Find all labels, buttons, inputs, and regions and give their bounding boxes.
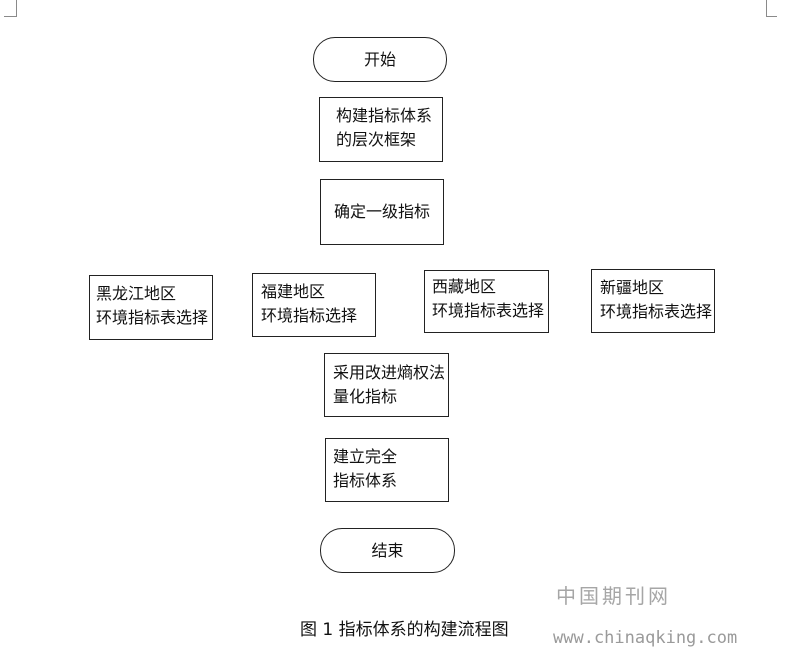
region-tibet-line-1: 西藏地区 — [432, 277, 497, 296]
complete-system-box: 建立完全 指标体系 — [325, 438, 449, 502]
start-node: 开始 — [313, 37, 447, 82]
framework-line-2: 的层次框架 — [336, 130, 417, 149]
complete-system-line-1: 建立完全 — [333, 447, 398, 466]
region-xinjiang-line-2: 环境指标表选择 — [600, 302, 713, 321]
entropy-weight-line-1: 采用改进熵权法 — [333, 363, 446, 382]
region-box-tibet: 西藏地区 环境指标表选择 — [424, 270, 549, 333]
region-heilongjiang-line-2: 环境指标表选择 — [96, 308, 209, 327]
framework-box: 构建指标体系 的层次框架 — [319, 97, 443, 162]
end-label: 结束 — [371, 540, 404, 560]
start-label: 开始 — [363, 49, 396, 69]
region-box-fujian: 福建地区 环境指标选择 — [252, 273, 376, 337]
region-fujian-line-2: 环境指标选择 — [261, 306, 358, 325]
first-level-indicator-label: 确定一级指标 — [333, 202, 430, 221]
region-fujian-line-1: 福建地区 — [261, 282, 326, 301]
region-heilongjiang-line-1: 黑龙江地区 — [96, 284, 177, 303]
region-box-xinjiang: 新疆地区 环境指标表选择 — [591, 269, 715, 333]
figure-caption: 图 1 指标体系的构建流程图 — [300, 620, 509, 640]
entropy-weight-box: 采用改进熵权法 量化指标 — [324, 353, 449, 417]
region-xinjiang-line-1: 新疆地区 — [600, 278, 665, 297]
complete-system-line-2: 指标体系 — [333, 471, 398, 490]
end-node: 结束 — [320, 528, 455, 573]
framework-line-1: 构建指标体系 — [336, 106, 433, 125]
page-corner-mark-right — [766, 0, 777, 17]
region-tibet-line-2: 环境指标表选择 — [432, 301, 545, 320]
page-corner-mark-left — [4, 0, 17, 17]
region-box-heilongjiang: 黑龙江地区 环境指标表选择 — [89, 275, 213, 340]
first-level-indicator-box: 确定一级指标 — [320, 179, 444, 245]
watermark-name: 中国期刊网 — [556, 584, 671, 608]
watermark-url: www.chinaqking.com — [553, 628, 738, 648]
entropy-weight-line-2: 量化指标 — [333, 387, 398, 406]
